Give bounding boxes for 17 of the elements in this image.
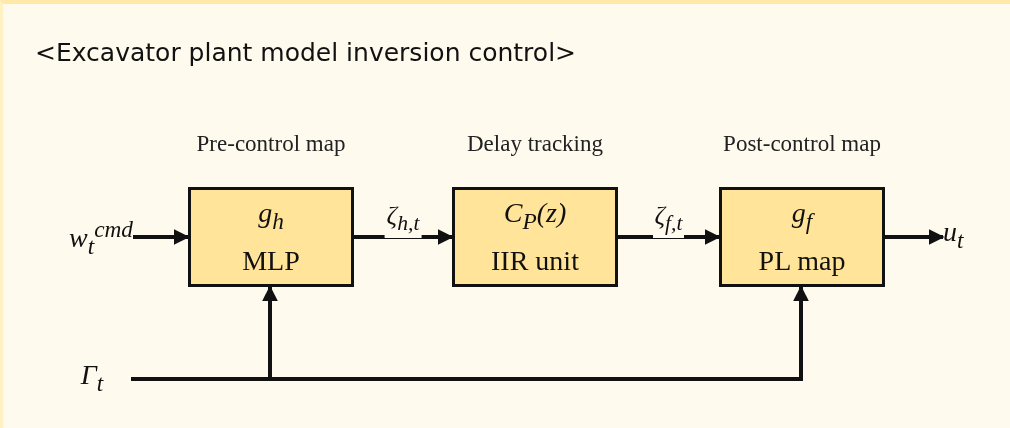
signal-label: u$_{t}$ [943, 215, 964, 255]
diagram-title: <Excavator plant model inversion control> [35, 38, 577, 67]
block-label: PL map [758, 243, 846, 278]
block-function: g$_{h}$ [258, 196, 284, 236]
block-heading: Pre-control map [195, 130, 347, 158]
block-label: IIR unit [491, 243, 579, 278]
signal-label: Γ$_{t}$ [80, 358, 104, 398]
arrow [885, 229, 945, 245]
arrow [133, 229, 190, 245]
block-heading: Post-control map [722, 130, 882, 158]
arrow [354, 229, 454, 245]
arrow [618, 229, 721, 245]
arrow [131, 285, 809, 381]
block-function: C$_{P}$(z) [503, 196, 567, 236]
block-function: g$_{f}$ [791, 196, 813, 236]
block-heading: Delay tracking [466, 130, 604, 158]
block-label: MLP [242, 243, 300, 278]
